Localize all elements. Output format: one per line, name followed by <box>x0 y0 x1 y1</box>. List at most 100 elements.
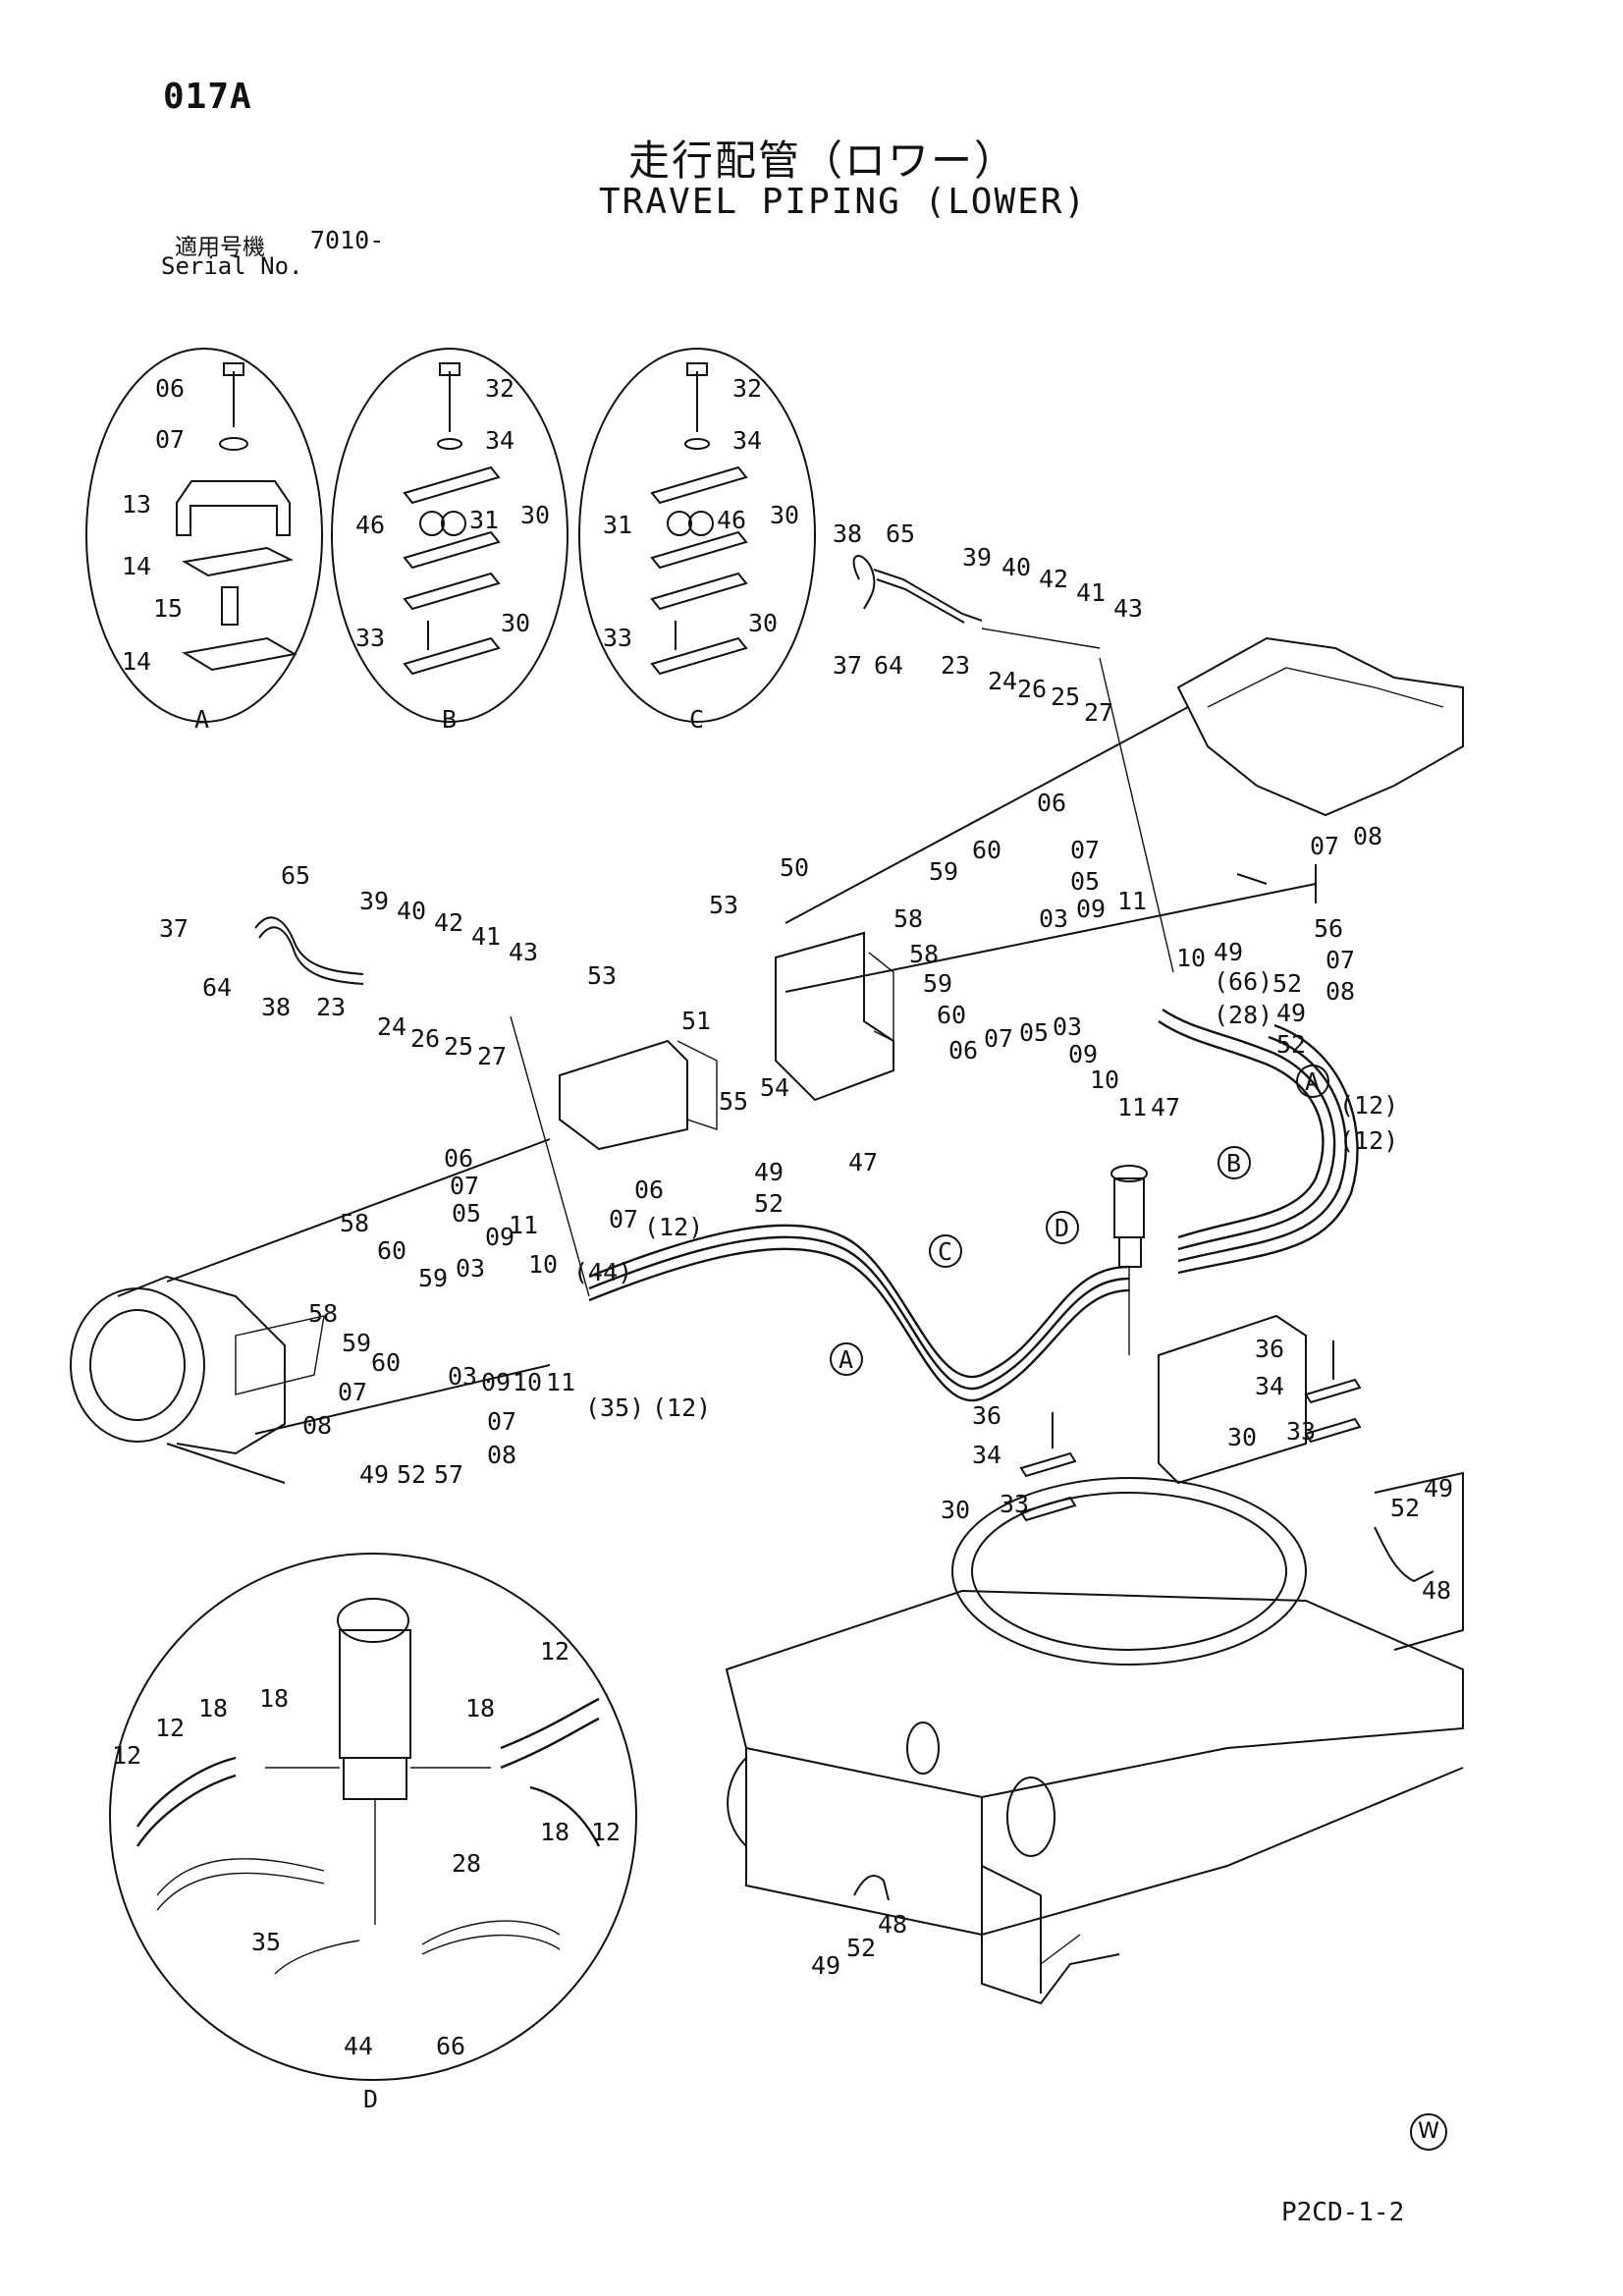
callout-label: 31 <box>603 511 632 539</box>
callout-label: 39 <box>359 887 389 915</box>
callout-label: 49 <box>811 1951 840 1980</box>
callout-label: 44 <box>344 2032 373 2060</box>
callout-label: (28) <box>1214 1001 1272 1029</box>
shield-50 <box>775 931 894 1102</box>
callout-label: 65 <box>886 519 915 548</box>
callout-label: (44) <box>573 1258 632 1286</box>
callout-label: 37 <box>159 914 189 943</box>
detail-b-oval <box>331 348 568 723</box>
callout-label: 08 <box>1325 977 1355 1006</box>
detail-c-oval <box>578 348 816 723</box>
callout-label: 47 <box>1151 1093 1180 1121</box>
callout-label: 37 <box>833 651 862 680</box>
callout-label: 60 <box>377 1236 406 1265</box>
callout-label: 11 <box>509 1211 538 1239</box>
callout-label: 35 <box>251 1928 281 1956</box>
callout-label: (12) <box>652 1394 711 1422</box>
callout-label: 18 <box>259 1684 289 1713</box>
callout-labels-detail-d: 12 18 18 12 18 12 18 12 35 28 44 66 <box>112 1637 621 2060</box>
callout-label: 10 <box>513 1368 542 1396</box>
callout-label: 11 <box>1117 887 1147 915</box>
callout-label: 59 <box>923 969 952 998</box>
detail-marker-c: C <box>689 705 704 734</box>
callout-label: 08 <box>1353 822 1382 850</box>
title-english: TRAVEL PIPING (LOWER) <box>599 182 1088 222</box>
callout-label: 66 <box>436 2032 465 2060</box>
callout-label: 52 <box>846 1934 876 1962</box>
callout-label: 52 <box>1276 1030 1306 1059</box>
callout-label: 38 <box>261 993 291 1021</box>
callout-label: 06 <box>155 374 185 403</box>
callout-label: 57 <box>434 1460 463 1489</box>
callout-label: 12 <box>540 1637 569 1666</box>
callout-label: 10 <box>1176 944 1206 972</box>
callout-label: (12) <box>1339 1091 1398 1120</box>
callout-label: 64 <box>874 651 903 680</box>
shield-51 <box>559 1039 718 1151</box>
serial-value: 7010- <box>310 226 385 254</box>
callout-label: 06 <box>1037 789 1066 817</box>
callout-labels-detail-a: 06 07 13 14 15 14 <box>122 374 185 676</box>
callout-label: 31 <box>469 506 499 534</box>
callout-label: 46 <box>717 506 746 534</box>
callout-label: 07 <box>984 1024 1013 1053</box>
callout-label: 15 <box>153 594 183 623</box>
callout-label: 58 <box>909 940 939 968</box>
callout-label: 03 <box>448 1362 477 1391</box>
callout-labels-upper-left: 38 65 37 64 39 40 42 41 43 23 24 26 25 2… <box>833 519 1143 727</box>
callout-label: 05 <box>452 1199 481 1228</box>
detail-a-oval <box>85 348 323 723</box>
callout-label: 09 <box>481 1368 511 1396</box>
callout-labels-detail-b: 32 34 46 31 30 33 30 <box>355 374 550 652</box>
callout-label: 59 <box>418 1264 448 1292</box>
callout-label: 12 <box>155 1714 185 1742</box>
callout-label: 43 <box>1113 594 1143 623</box>
callout-label: 30 <box>1227 1423 1257 1451</box>
callout-label: 07 <box>609 1205 638 1233</box>
callout-label: 25 <box>444 1032 473 1061</box>
detail-marker-d: D <box>363 2085 378 2113</box>
callout-label: 08 <box>487 1441 516 1469</box>
callout-label: (66) <box>1214 967 1272 996</box>
callout-label: 18 <box>540 1818 569 1846</box>
hose-bundle <box>588 1009 1359 1402</box>
callout-labels-clamp-group: 36 34 30 33 36 34 30 33 52 49 48 48 49 5… <box>811 1335 1453 1980</box>
callout-label: 51 <box>681 1007 711 1035</box>
callout-label: (12) <box>1339 1126 1398 1155</box>
callout-label: 48 <box>1422 1576 1451 1605</box>
swivel-joint-d <box>1110 1165 1148 1355</box>
clamp-bracket-48-lower <box>853 1875 890 1901</box>
callout-label: 58 <box>308 1299 338 1328</box>
callout-label: 33 <box>355 624 385 652</box>
callout-label: 34 <box>732 426 762 455</box>
detail-d-circle <box>109 1553 637 2081</box>
callout-label: 10 <box>528 1250 558 1279</box>
callout-label: 58 <box>893 904 923 933</box>
callout-label: 03 <box>456 1254 485 1283</box>
callout-label: 33 <box>1286 1417 1316 1446</box>
callout-label: 06 <box>634 1175 664 1204</box>
left-track-frame <box>70 1138 551 1484</box>
detail-marker-b: B <box>442 705 457 734</box>
callout-label: 13 <box>122 490 151 519</box>
callout-label: 07 <box>155 425 185 454</box>
callout-label: 43 <box>509 938 538 966</box>
callout-label: 54 <box>760 1073 789 1102</box>
callout-label: 58 <box>340 1209 369 1237</box>
callout-label: 24 <box>988 667 1017 695</box>
serial-label-english: Serial No. <box>161 252 303 280</box>
detail-marker-a-main-2: A <box>839 1345 853 1374</box>
upper-frame-body <box>725 1314 1464 2005</box>
detail-marker-c-main: C <box>938 1237 952 1266</box>
callout-label: 26 <box>410 1024 440 1053</box>
callout-label: 38 <box>833 519 862 548</box>
callout-label: 09 <box>1068 1040 1098 1068</box>
callout-label: 49 <box>359 1460 389 1489</box>
callout-label: 07 <box>1325 946 1355 974</box>
callout-label: 42 <box>434 908 463 937</box>
callout-label: 34 <box>1255 1372 1284 1400</box>
serial-label-japanese: 適用号機 <box>175 235 265 260</box>
detail-marker-a: A <box>194 705 209 734</box>
callout-label: 34 <box>972 1441 1001 1469</box>
